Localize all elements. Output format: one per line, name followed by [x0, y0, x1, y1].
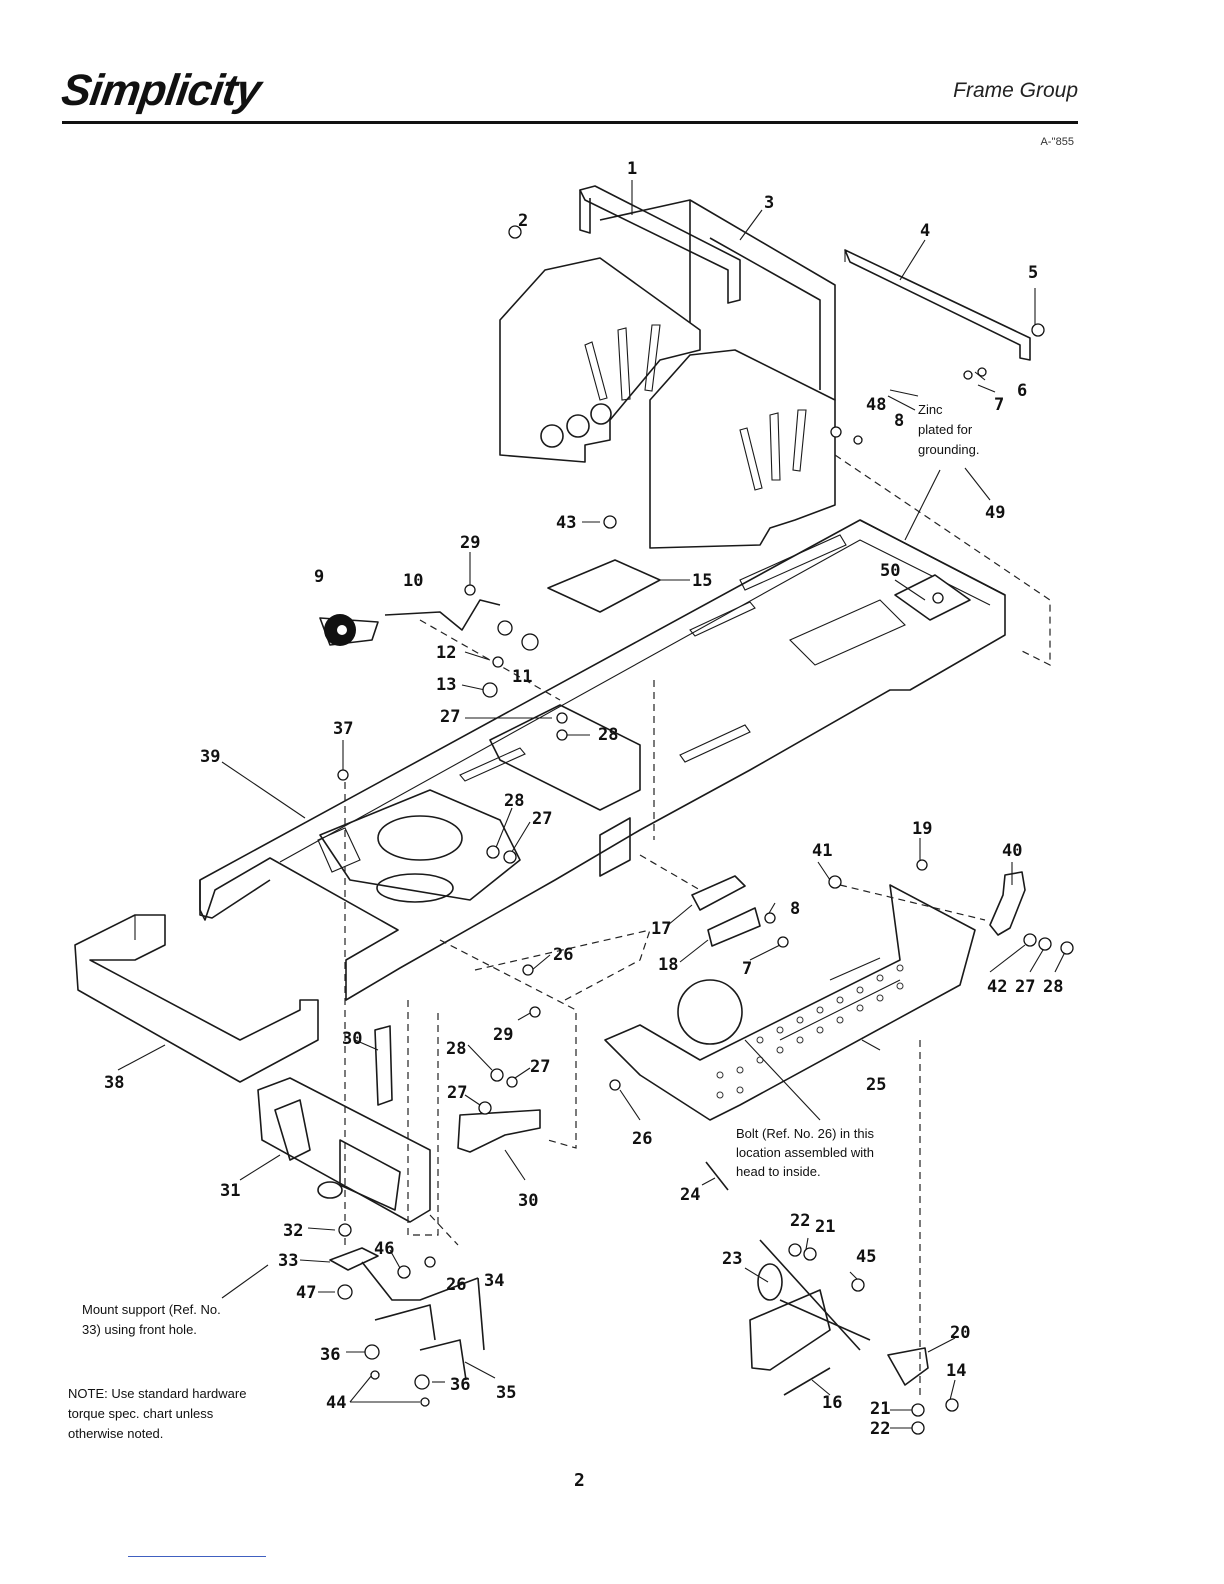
dash-panel-assembly	[499, 185, 1031, 549]
callout-26c: 26	[446, 1275, 466, 1295]
torque-note-line-3: otherwise noted.	[68, 1426, 163, 1441]
callout-41: 41	[812, 841, 832, 861]
callout-4: 4	[920, 221, 930, 241]
callout-27: 27	[440, 707, 460, 727]
callout-18: 18	[658, 955, 678, 975]
callout-29: 29	[460, 533, 480, 553]
callout-28b: 28	[504, 791, 524, 811]
callout-11: 11	[512, 667, 532, 687]
page-number: 2	[574, 1470, 585, 1491]
callout-5: 5	[1028, 263, 1038, 283]
callout-31: 31	[220, 1181, 240, 1201]
callout-17: 17	[651, 919, 671, 939]
callout-8b: 8	[790, 899, 800, 919]
callout-32: 32	[283, 1221, 303, 1241]
callout-40: 40	[1002, 841, 1022, 861]
callout-49: 49	[985, 503, 1005, 523]
callout-29b: 29	[493, 1025, 513, 1045]
callout-22b: 22	[870, 1419, 890, 1439]
callout-48: 48	[866, 395, 886, 415]
footrest	[604, 884, 976, 1121]
footer-line	[128, 1556, 266, 1557]
callout-27c: 27	[1015, 977, 1035, 997]
callout-16: 16	[822, 1393, 842, 1413]
small-parts	[319, 559, 1026, 1396]
bolt-note-line-1: Bolt (Ref. No. 26) in this	[736, 1126, 874, 1141]
callout-12: 12	[436, 643, 456, 663]
callout-8: 8	[894, 411, 904, 431]
callout-3: 3	[764, 193, 774, 213]
callout-27b: 27	[532, 809, 552, 829]
callout-27e: 27	[447, 1083, 467, 1103]
callout-45: 45	[856, 1247, 876, 1267]
callout-36: 36	[320, 1345, 340, 1365]
callout-42: 42	[987, 977, 1007, 997]
callout-28d: 28	[446, 1039, 466, 1059]
callout-24: 24	[680, 1185, 700, 1205]
callout-26b: 26	[632, 1129, 652, 1149]
main-chassis-frame	[199, 519, 1006, 1001]
bolt-note-line-3: head to inside.	[736, 1164, 821, 1179]
zinc-note-line-1: Zinc	[918, 402, 943, 417]
callout-46: 46	[374, 1239, 394, 1259]
callout-10: 10	[403, 571, 423, 591]
callout-37: 37	[333, 719, 353, 739]
callout-28c: 28	[1043, 977, 1063, 997]
callout-38: 38	[104, 1073, 124, 1093]
notes: Zinc plated for grounding. Bolt (Ref. No…	[68, 402, 979, 1441]
callout-43: 43	[556, 513, 576, 533]
callout-34: 34	[484, 1271, 504, 1291]
callout-21: 21	[815, 1217, 835, 1237]
callout-1: 1	[627, 159, 637, 179]
front-axle-support	[257, 1077, 431, 1223]
front-bumper	[74, 914, 319, 1083]
callout-20: 20	[950, 1323, 970, 1343]
callout-33: 33	[278, 1251, 298, 1271]
callout-labels: 1 2 3 4 5 6 7 48 8 43 29 9 10 15 49 50 1…	[104, 159, 1063, 1439]
zinc-note-line-3: grounding.	[918, 442, 979, 457]
callout-21b: 21	[870, 1399, 890, 1419]
zinc-note-line-2: plated for	[918, 422, 973, 437]
drawing-number: A-''855	[1040, 136, 1074, 148]
mount-note-line-1: Mount support (Ref. No.	[82, 1302, 221, 1317]
header-rule	[62, 121, 1078, 124]
callout-25: 25	[866, 1075, 886, 1095]
bolt-note-line-2: location assembled with	[736, 1145, 874, 1160]
torque-note-line-1: NOTE: Use standard hardware	[68, 1386, 246, 1401]
callout-27d: 27	[530, 1057, 550, 1077]
callout-39: 39	[200, 747, 220, 767]
callout-35: 35	[496, 1383, 516, 1403]
callout-13: 13	[436, 675, 456, 695]
fasteners	[337, 225, 1074, 1435]
callout-30b: 30	[518, 1191, 538, 1211]
torque-note-line-2: torque spec. chart unless	[68, 1406, 214, 1421]
callout-2: 2	[518, 211, 528, 231]
callout-50: 50	[880, 561, 900, 581]
callout-47: 47	[296, 1283, 316, 1303]
callout-7b: 7	[742, 959, 752, 979]
callout-9: 9	[314, 567, 324, 587]
section-title: Frame Group	[953, 79, 1078, 102]
callout-23: 23	[722, 1249, 742, 1269]
callout-19: 19	[912, 819, 932, 839]
callout-22: 22	[790, 1211, 810, 1231]
mount-note-line-2: 33) using front hole.	[82, 1322, 197, 1337]
leader-lines	[117, 180, 1066, 1429]
assembly-lines	[344, 454, 1051, 1400]
callout-6: 6	[1017, 381, 1027, 401]
callout-26: 26	[553, 945, 573, 965]
callout-44: 44	[326, 1393, 346, 1413]
callout-15: 15	[692, 571, 712, 591]
callout-14: 14	[946, 1361, 966, 1381]
callout-7: 7	[994, 395, 1004, 415]
callout-30: 30	[342, 1029, 362, 1049]
callout-36b: 36	[450, 1375, 470, 1395]
callout-28: 28	[598, 725, 618, 745]
